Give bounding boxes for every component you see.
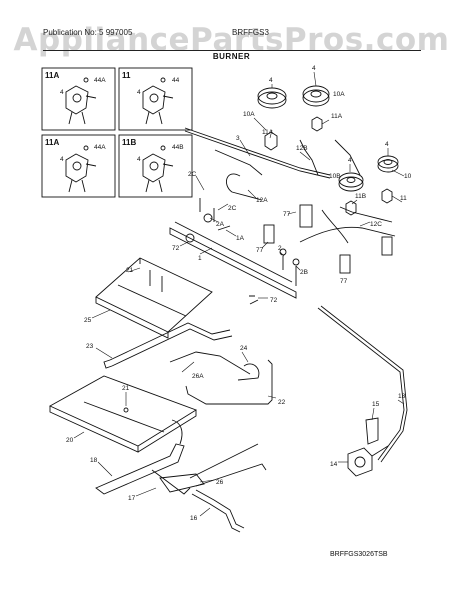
callout: 77 [256, 247, 264, 254]
section-code: BRFFGS3 [232, 28, 269, 37]
inset-label-2: 11 [122, 71, 131, 80]
callout: 16 [190, 515, 198, 522]
callout: 1A [236, 235, 245, 242]
callout: 2C [188, 171, 197, 178]
callout: 72 [270, 297, 278, 304]
inset-labels: 11A 44A 4 11 44 4 11A 44A 4 11B 44B 4 [45, 71, 184, 163]
callout: 2B [300, 269, 308, 276]
callout: 12A [256, 197, 268, 204]
inset-valve-1 [65, 77, 97, 125]
callout: 77 [283, 211, 291, 218]
callout: 2 [278, 245, 282, 252]
callout: 11 [400, 195, 407, 202]
burner-heads [257, 85, 399, 216]
watermark: AppliancePartsPros.com [13, 22, 450, 58]
supply-pipe-13 [317, 305, 408, 463]
callout: 1 [198, 255, 202, 262]
callout: 2A [216, 221, 225, 228]
bake-burner-tube [95, 419, 267, 533]
callout: 15 [372, 401, 380, 408]
inset-valve-3 [65, 145, 97, 193]
callout: 11A [262, 129, 274, 136]
inset-part-4b: 4 [137, 156, 141, 163]
callout: 3 [236, 135, 240, 142]
bake-burner-shield [49, 375, 198, 453]
callout: 4 [348, 157, 352, 164]
inset-label-3: 11A [45, 138, 59, 147]
callout: 4 [269, 77, 273, 84]
header-rule [43, 50, 421, 51]
callout: 14 [330, 461, 338, 468]
leader-lines [73, 71, 405, 517]
valve-assembly [169, 198, 393, 305]
inset-part-2a: 44 [172, 77, 180, 84]
callout: 4 [312, 65, 316, 72]
inset-label-1: 11A [45, 71, 59, 80]
burner-10a-left [257, 91, 287, 109]
callout: 10B [329, 173, 341, 180]
upper-burner-shield [95, 257, 213, 339]
publication-number: Publication No: 5 997005 [43, 28, 133, 37]
callout: 22 [278, 399, 286, 406]
inset-box-1 [41, 67, 116, 131]
diagram-code: BRFFGS3026TSB [330, 551, 388, 558]
inset-part-4a: 44B [172, 144, 184, 151]
inset-valve-2 [142, 77, 174, 125]
callout: 11A [331, 113, 343, 120]
part-callouts: 4 10A 11A 3 11A 4 10A 12B 2C 2C 12A 77 4… [66, 65, 412, 522]
page-title: BURNER [212, 52, 251, 61]
inset-boxes [41, 67, 193, 198]
manifold-tubes [184, 127, 396, 244]
callout: 17 [128, 495, 136, 502]
inset-part-1b: 4 [60, 89, 64, 96]
callout: 10A [243, 111, 255, 118]
callout: 11B [355, 193, 366, 200]
callout: 24 [240, 345, 248, 352]
callout: 18 [90, 457, 98, 464]
burner-10a-right [302, 89, 330, 107]
callout: 26 [216, 479, 224, 486]
inset-part-1a: 44A [94, 77, 106, 84]
inset-box-2 [118, 67, 193, 131]
callout: 21 [126, 267, 134, 274]
callout: 77 [340, 278, 348, 285]
burner-10b [338, 176, 364, 192]
callout: 21 [122, 385, 130, 392]
inset-box-4 [118, 134, 193, 198]
callout: 20 [66, 437, 74, 444]
regulator-bracket [347, 417, 389, 477]
burner-10 [377, 159, 399, 173]
inset-part-3a: 44A [94, 144, 106, 151]
callout: 2C [228, 205, 237, 212]
callout: 12B [296, 145, 308, 152]
callout: 4 [385, 141, 389, 148]
callout: 23 [86, 343, 94, 350]
inset-valve-4 [142, 145, 174, 193]
inset-label-4: 11B [122, 138, 136, 147]
callout: 25 [84, 317, 92, 324]
callout: 13 [398, 393, 406, 400]
inset-part-3b: 4 [60, 156, 64, 163]
callout: 72 [172, 245, 180, 252]
callout: 12C [370, 221, 382, 228]
inset-part-2b: 4 [137, 89, 141, 96]
callout: 10A [333, 91, 345, 98]
callout: 26A [192, 373, 204, 380]
callout: 10 [404, 173, 412, 180]
inset-box-3 [41, 134, 116, 198]
oven-burner-tube [103, 322, 273, 405]
